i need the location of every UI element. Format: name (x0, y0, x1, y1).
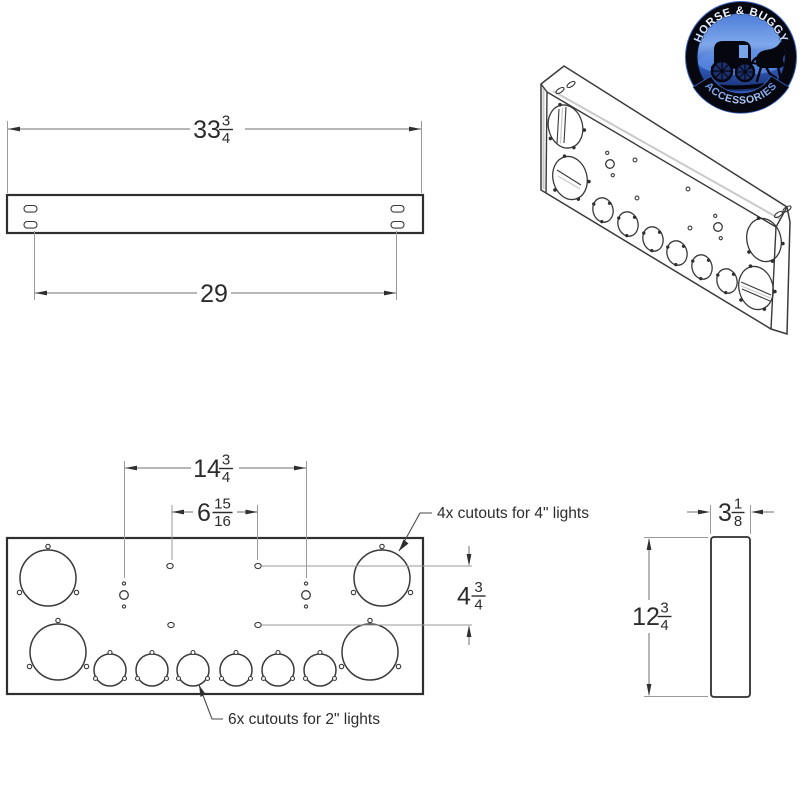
logo-scene (698, 39, 785, 93)
callout-4in-lights: 4x cutouts for 4" lights (398, 505, 589, 552)
dim-right-numerator: 3 (474, 579, 482, 596)
dim-overall-denominator: 4 (222, 130, 230, 147)
side-view-panel-body (710, 536, 751, 698)
dim-height-numerator: 3 (660, 600, 668, 617)
dimension-cluster-span: 14 3 4 (124, 452, 307, 578)
logo-bottom-banner (692, 75, 790, 114)
dim-mid-whole: 6 (197, 499, 211, 527)
side-view: 3 1 8 12 3 4 (632, 496, 774, 698)
iso-face-holes (602, 149, 726, 242)
dim-right-whole: 4 (457, 583, 471, 611)
dimension-overall-width: 33 3 4 (7, 113, 422, 193)
dim-mid-denominator: 16 (214, 513, 231, 530)
iso-panel-edges (540, 83, 788, 330)
dimension-hole-span: 6 15 16 (171, 496, 258, 560)
detail-view: 14 3 4 6 15 16 4 3 (5, 452, 589, 728)
dim-height-denominator: 4 (660, 617, 668, 634)
dim-slot-span-value: 29 (200, 280, 228, 308)
logo-horse-and-buggy-accessories: HORSE & BUGGY ACCESSORIES (685, 1, 797, 114)
dim-top-whole: 14 (193, 455, 221, 483)
dim-overall-whole: 33 (193, 116, 221, 144)
dim-right-denominator: 4 (474, 597, 482, 614)
dim-mid-numerator: 15 (214, 496, 231, 513)
dim-depth-denominator: 8 (734, 513, 742, 530)
dim-overall-numerator: 3 (222, 113, 230, 130)
isometric-view (540, 65, 793, 336)
dim-height-whole: 12 (632, 603, 660, 631)
iso-4in-cutouts (540, 97, 790, 317)
dimension-slot-span: 29 (34, 231, 397, 308)
dim-depth-numerator: 1 (734, 496, 742, 513)
dim-depth-whole: 3 (718, 499, 732, 527)
dim-top-numerator: 3 (222, 452, 230, 469)
callout-4in-text: 4x cutouts for 4" lights (437, 505, 589, 522)
callout-2in-text: 6x cutouts for 2" lights (228, 711, 380, 728)
logo-horse (748, 39, 785, 83)
dimension-depth: 3 1 8 (687, 496, 774, 534)
dimension-height: 12 3 4 (632, 537, 708, 697)
front-view: 33 3 4 29 (5, 113, 425, 308)
dim-top-denominator: 4 (222, 469, 230, 486)
dimension-vertical-offset: 4 3 4 (262, 546, 486, 645)
front-view-panel-body (5, 193, 425, 235)
callout-2in-lights: 6x cutouts for 2" lights (198, 684, 380, 728)
iso-panel-silhouette (540, 65, 791, 336)
